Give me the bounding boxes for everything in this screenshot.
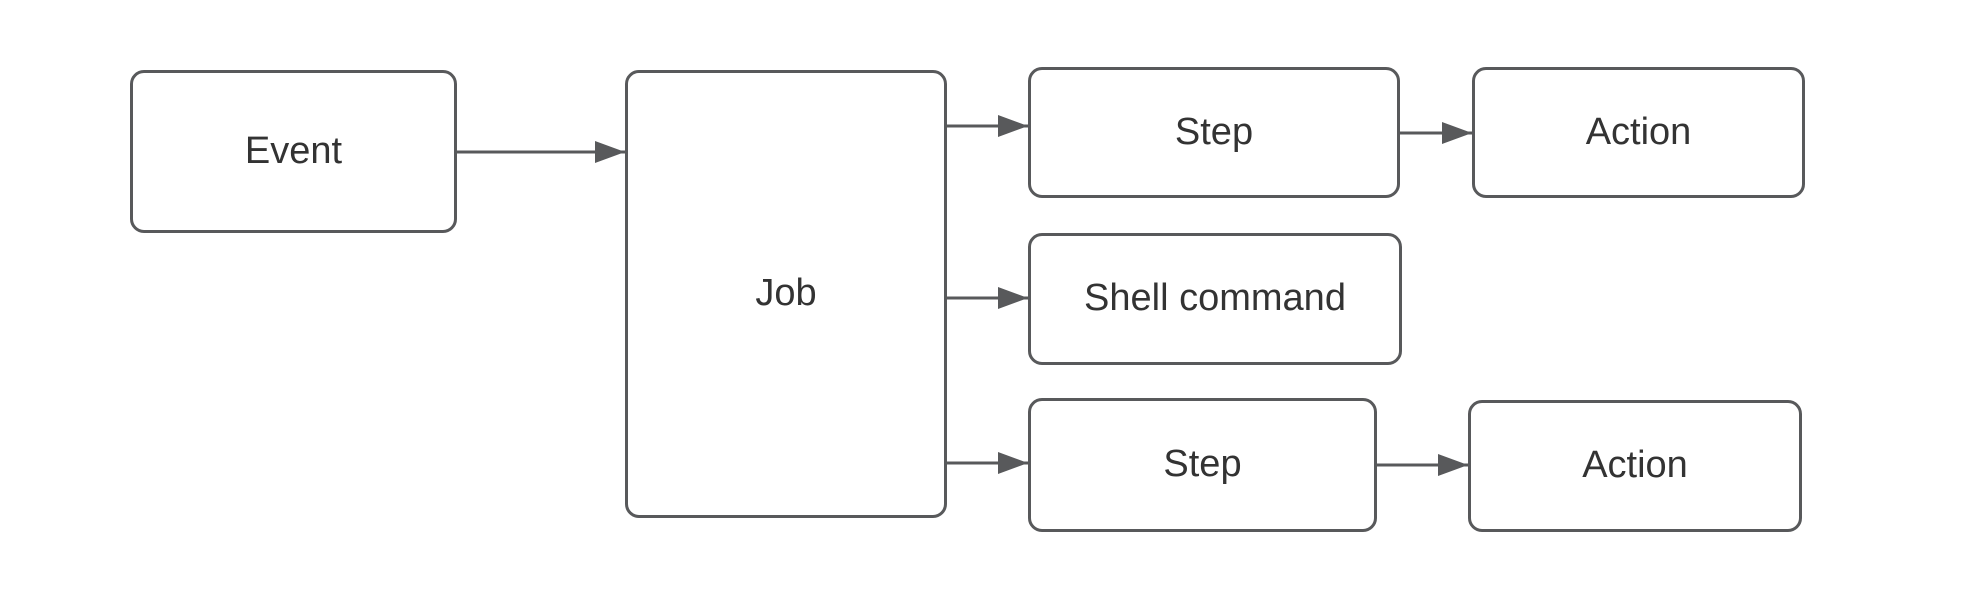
node-action-top: Action xyxy=(1472,67,1805,198)
node-job: Job xyxy=(625,70,947,518)
node-action-bottom: Action xyxy=(1468,400,1802,532)
node-action-bottom-label: Action xyxy=(1582,444,1688,487)
node-step-top-label: Step xyxy=(1174,110,1254,153)
node-step-bottom-label: Step xyxy=(1163,443,1242,486)
node-shell-command: Shell command xyxy=(1028,233,1402,365)
node-job-label: Job xyxy=(755,272,817,315)
node-action-top-label: Action xyxy=(1585,110,1692,153)
node-step-bottom: Step xyxy=(1028,398,1377,532)
node-shell-command-label: Shell command xyxy=(1084,277,1346,320)
node-event-label: Event xyxy=(244,129,343,172)
node-event: Event xyxy=(130,70,457,233)
node-step-top: Step xyxy=(1028,67,1400,198)
